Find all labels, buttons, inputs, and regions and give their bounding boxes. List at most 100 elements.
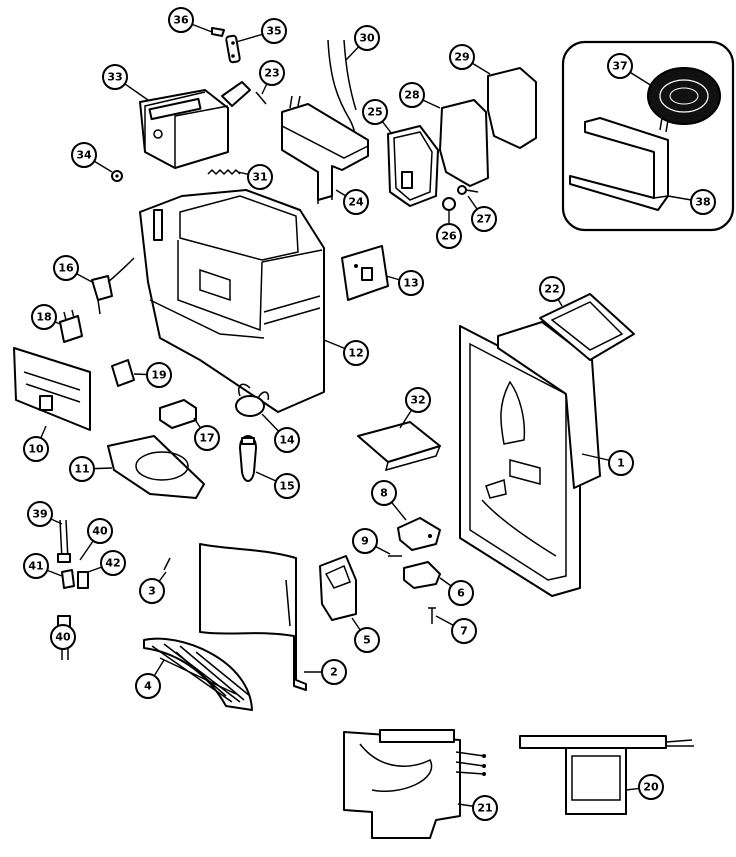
callout-number: 25 <box>367 106 382 119</box>
callout: 10 <box>23 436 49 462</box>
callout-number: 31 <box>252 171 267 184</box>
cover-29 <box>487 67 537 149</box>
callout: 18 <box>31 304 57 330</box>
callout-circle <box>321 659 347 685</box>
callout-number: 33 <box>107 71 122 84</box>
callout-circle <box>146 362 172 388</box>
callout: 11 <box>69 456 95 482</box>
callout-number: 28 <box>404 89 419 102</box>
callout-circle <box>690 189 716 215</box>
bracket-8 <box>397 517 441 551</box>
bulb-15 <box>239 435 257 482</box>
callout-number: 22 <box>544 283 559 296</box>
callout-circle <box>247 164 273 190</box>
screw-36 <box>211 27 225 37</box>
cover-28 <box>439 99 489 187</box>
callout: 12 <box>343 340 369 366</box>
callout-number: 16 <box>58 262 74 275</box>
callout-circle <box>405 387 431 413</box>
callout: 5 <box>354 627 380 653</box>
callout-circle <box>69 456 95 482</box>
callout: 13 <box>398 270 424 296</box>
callout-circle <box>539 276 565 302</box>
switch-19 <box>111 359 135 387</box>
callout-number: 38 <box>695 196 710 209</box>
callout: 25 <box>362 99 388 125</box>
callout: 39 <box>27 501 53 527</box>
callout-number: 18 <box>36 311 51 324</box>
callout-circle <box>31 304 57 330</box>
switch-6 <box>403 561 441 589</box>
panel-2 <box>199 543 307 691</box>
callout: 22 <box>539 276 565 302</box>
callout-number: 27 <box>476 213 491 226</box>
callout-circle <box>194 425 220 451</box>
callout: 34 <box>71 142 97 168</box>
callout-number: 32 <box>410 394 425 407</box>
callout-circle <box>139 578 165 604</box>
callout-circle <box>354 627 380 653</box>
callout-circle <box>448 580 474 606</box>
callout-number: 3 <box>148 585 156 598</box>
heater-20 <box>519 735 694 815</box>
callout-circle <box>449 44 475 70</box>
callout: 24 <box>343 189 369 215</box>
grille-4 <box>143 637 253 711</box>
callout-number: 6 <box>457 587 465 600</box>
callout-circle <box>102 64 128 90</box>
callout-circle <box>436 223 462 249</box>
callout: 19 <box>146 362 172 388</box>
callout-circle <box>354 25 380 51</box>
callout-number: 40 <box>92 525 108 538</box>
callout: 16 <box>53 255 79 281</box>
callout-circle <box>343 340 369 366</box>
callout-number: 8 <box>380 487 388 500</box>
callout-circle <box>53 255 79 281</box>
callout-number: 24 <box>348 196 364 209</box>
callout-number: 11 <box>74 463 89 476</box>
callout-number: 39 <box>32 508 47 521</box>
heater-21 <box>343 729 486 839</box>
callout-number: 40 <box>55 631 71 644</box>
callout: 32 <box>405 387 431 413</box>
callout: 28 <box>399 82 425 108</box>
screw-7 <box>428 607 436 624</box>
callout-number: 29 <box>454 51 469 64</box>
callout-number: 23 <box>264 67 279 80</box>
callout: 20 <box>638 774 664 800</box>
callout: 38 <box>690 189 716 215</box>
bracket-38 <box>569 117 669 211</box>
callout-number: 35 <box>266 25 281 38</box>
panel-10 <box>13 347 91 431</box>
strap-35 <box>225 34 241 64</box>
callout-circle <box>168 7 194 33</box>
callout-circle <box>135 673 161 699</box>
callout-number: 34 <box>76 149 92 162</box>
inset-panel <box>561 40 735 232</box>
cover-5 <box>319 555 357 621</box>
callout-number: 13 <box>403 277 418 290</box>
callout-circle <box>471 206 497 232</box>
callout-circle <box>362 99 388 125</box>
callout: 14 <box>274 427 300 453</box>
thermostat-14 <box>235 383 270 417</box>
callout-number: 1 <box>617 457 625 470</box>
callout: 4 <box>135 673 161 699</box>
callout: 42 <box>100 550 126 576</box>
housing-25 <box>387 125 439 207</box>
callout: 35 <box>261 18 287 44</box>
callout-circle <box>638 774 664 800</box>
callout: 26 <box>436 223 462 249</box>
callout-number: 2 <box>330 666 338 679</box>
callout-number: 10 <box>28 443 44 456</box>
callout-number: 20 <box>643 781 659 794</box>
callout-circle <box>27 501 53 527</box>
callout-number: 42 <box>105 557 120 570</box>
callout-circle <box>472 795 498 821</box>
callout-circle <box>399 82 425 108</box>
screw-27 <box>457 185 479 195</box>
callout-number: 15 <box>279 480 294 493</box>
callout: 6 <box>448 580 474 606</box>
relay-17 <box>159 399 197 429</box>
callout-number: 4 <box>144 680 152 693</box>
